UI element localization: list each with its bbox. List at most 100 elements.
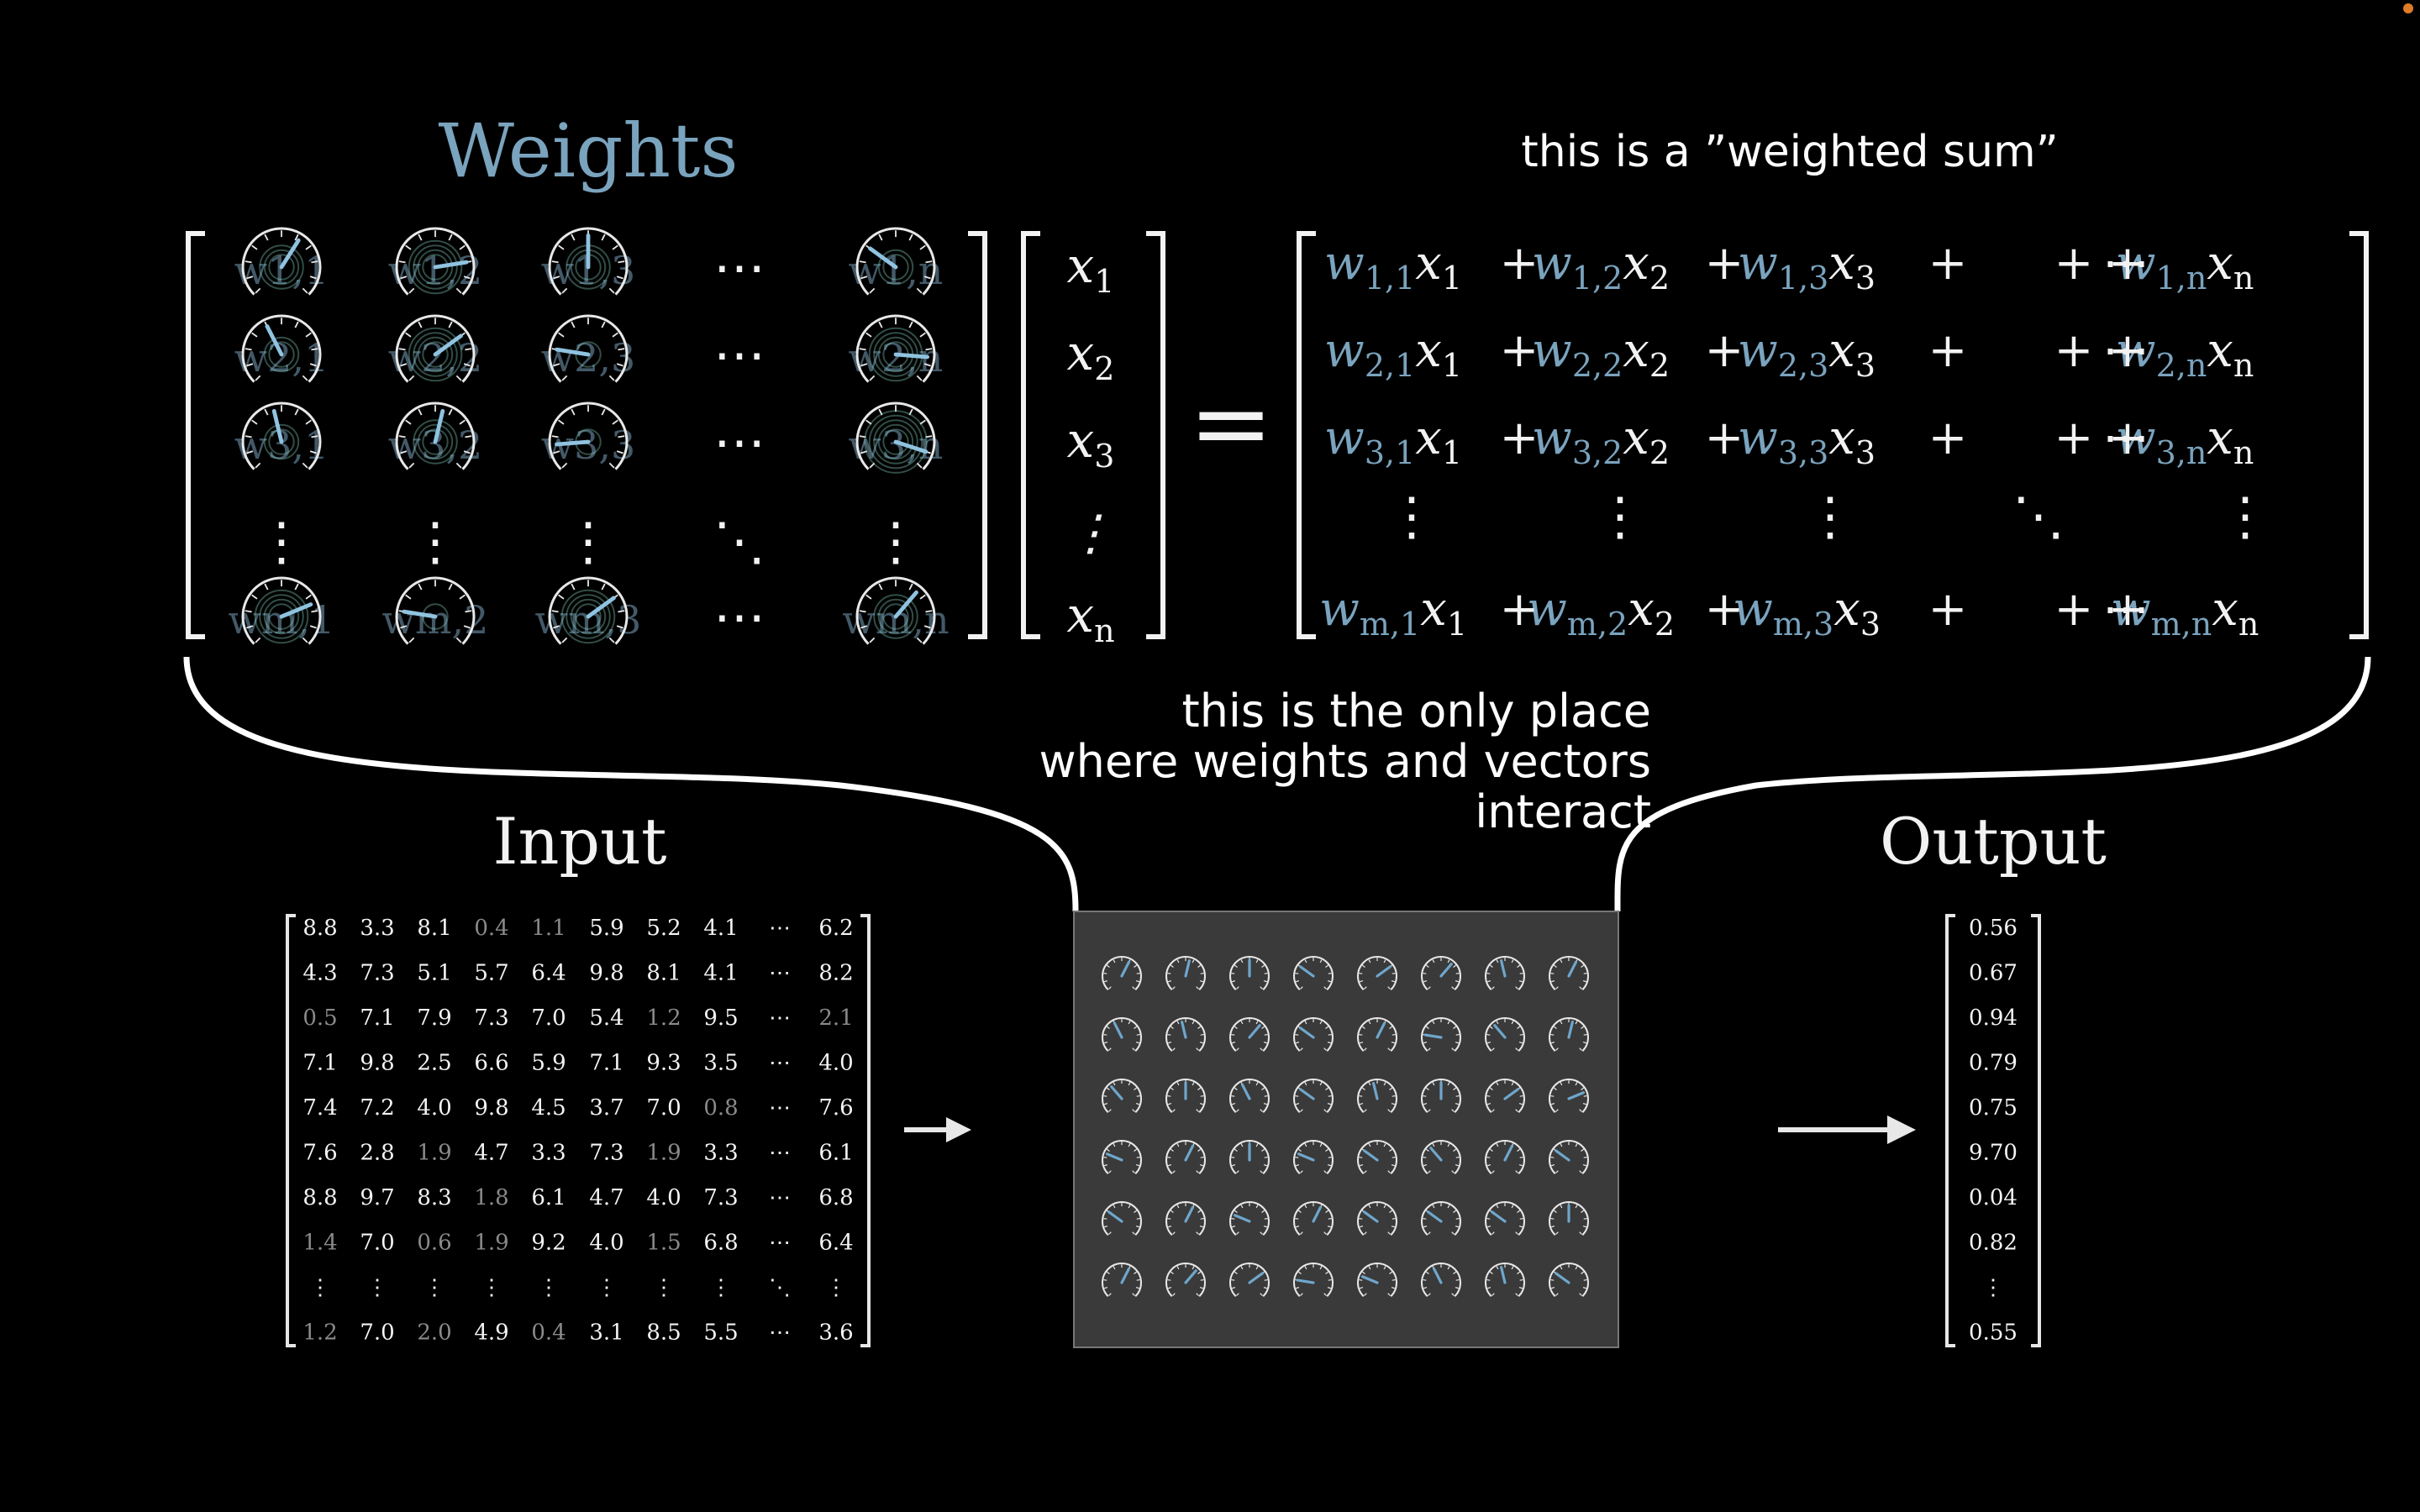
- weight-cell: w1,2: [388, 227, 482, 296]
- input-cell: 4.5: [531, 1095, 566, 1121]
- dial-icon: [1485, 1262, 1525, 1297]
- input-cell: 5.5: [703, 1320, 738, 1346]
- input-cell: 3.5: [703, 1051, 738, 1076]
- input-cell: 8.2: [818, 961, 853, 986]
- plus-sign: +: [1500, 236, 1539, 291]
- weight-matrix-ellipsis: ⋯: [713, 586, 765, 648]
- interact-caption-line-2: where weights and vectors: [1039, 735, 1651, 788]
- result-ellipsis: ⋯: [2102, 236, 2149, 291]
- input-cell: 4.7: [474, 1141, 508, 1166]
- plus-sign: +: [1500, 411, 1539, 465]
- dial-icon: [1485, 1200, 1525, 1236]
- dial-icon: [1293, 1016, 1334, 1052]
- dial-icon: [1421, 1078, 1461, 1113]
- weight-cell: wm,3: [535, 576, 641, 645]
- dial-icon: [855, 402, 936, 474]
- x-entry-symbol: x1: [1067, 237, 1115, 300]
- weight-matrix-ellipsis: ⋯: [713, 412, 765, 473]
- input-cell: ⋮: [710, 1275, 732, 1300]
- output-cell: 9.70: [1969, 1141, 2018, 1166]
- weight-matrix-right-bracket: [968, 231, 987, 639]
- plus-sign: +: [1705, 323, 1744, 378]
- window-status-dot: [2403, 3, 2413, 13]
- dial-icon: [241, 227, 322, 296]
- input-cell: 6.4: [818, 1231, 853, 1256]
- input-cell: 4.0: [646, 1185, 681, 1210]
- plus-sign: +: [1928, 411, 1968, 465]
- output-cell: 0.82: [1969, 1231, 2018, 1256]
- dial-icon: [241, 314, 322, 383]
- plus-sign: +: [2108, 236, 2148, 291]
- output-cell: 0.55: [1969, 1320, 2018, 1346]
- result-right-bracket: [2349, 231, 2369, 639]
- input-cell: 9.2: [531, 1231, 566, 1256]
- dial-icon: [1102, 1262, 1142, 1297]
- input-cell: ⋮: [481, 1275, 502, 1300]
- input-cell: ⋯: [769, 1095, 791, 1121]
- input-cell: 7.3: [360, 961, 394, 986]
- plus-sign: +: [2054, 411, 2094, 465]
- input-cell: 8.8: [302, 1185, 337, 1210]
- input-cell: 7.6: [818, 1095, 853, 1121]
- input-row: ⋮⋮⋮⋮⋮⋮⋮⋮⋱⋮: [309, 1275, 847, 1300]
- dial-icon: [395, 576, 476, 645]
- weight-label: w3,1: [234, 423, 329, 468]
- input-cell: 0.5: [302, 1005, 337, 1031]
- input-cell: 6.8: [818, 1185, 853, 1210]
- dial-icon: [1293, 955, 1334, 990]
- weight-matrix-ellipsis: ⋮: [255, 511, 308, 572]
- x-entry-subscript: 2: [1094, 350, 1114, 387]
- input-cell: 0.8: [703, 1095, 738, 1121]
- input-cell: 1.2: [646, 1005, 681, 1031]
- dial-icon: [1293, 1139, 1334, 1174]
- x-entry-subscript: n: [1094, 612, 1114, 649]
- weighted-term: w2,1x1: [1324, 323, 1462, 384]
- dial-icon: [548, 314, 629, 383]
- input-cell: ⋮: [366, 1275, 388, 1300]
- dial-icon: [1549, 1200, 1589, 1236]
- input-cell: 1.1: [531, 916, 566, 941]
- weighted-term: w3,1x1: [1324, 411, 1462, 471]
- weight-label: w1,n: [849, 248, 944, 293]
- dial-icon: [1485, 1078, 1525, 1113]
- weighted-term: w3,2x2: [1532, 411, 1670, 471]
- x-vector-right-bracket: [1146, 231, 1165, 639]
- dial-icon: [1357, 1200, 1397, 1236]
- output-arrow: [1778, 1116, 1916, 1144]
- input-cell: 3.1: [589, 1320, 623, 1346]
- input-cell: ⋮: [538, 1275, 560, 1300]
- weight-matrix-ellipsis: ⋮: [870, 511, 922, 572]
- input-cell: 4.0: [589, 1231, 623, 1256]
- dial-icon: [1102, 1139, 1142, 1174]
- x-vector-entry: xn: [1066, 586, 1114, 649]
- dial-icon: [1165, 1016, 1206, 1052]
- input-cell: 7.0: [360, 1320, 394, 1346]
- dial-icon: [1549, 955, 1589, 990]
- dial-icon: [241, 576, 322, 645]
- input-cell: 9.3: [646, 1051, 681, 1076]
- input-title: Input: [492, 804, 666, 879]
- result-vdots: ⋮: [2219, 486, 2271, 547]
- input-cell: 1.4: [302, 1231, 337, 1256]
- result-vdots-row: ⋮⋮⋮⋮⋱: [1386, 486, 2271, 547]
- weight-cell: w3,2: [388, 402, 482, 470]
- x-vector-left-bracket: [1021, 231, 1040, 639]
- dial-icon: [1421, 1200, 1461, 1236]
- input-cell: 9.8: [474, 1095, 508, 1121]
- plus-sign: +: [1500, 323, 1539, 378]
- weight-cell: w1,3: [541, 227, 635, 296]
- plus-sign: +: [2108, 411, 2148, 465]
- input-cell: 3.3: [703, 1141, 738, 1166]
- weighted-term: w2,nxn: [2116, 323, 2254, 384]
- input-cell: 8.8: [302, 916, 337, 941]
- result-vdots: ⋮: [1804, 486, 1856, 547]
- dial-icon: [1357, 1016, 1397, 1052]
- input-cell: 7.6: [302, 1141, 337, 1166]
- weight-label: w2,2: [388, 335, 483, 381]
- dial-icon: [395, 227, 476, 296]
- input-cell: 2.1: [818, 1005, 853, 1031]
- dial-icon: [1357, 955, 1397, 990]
